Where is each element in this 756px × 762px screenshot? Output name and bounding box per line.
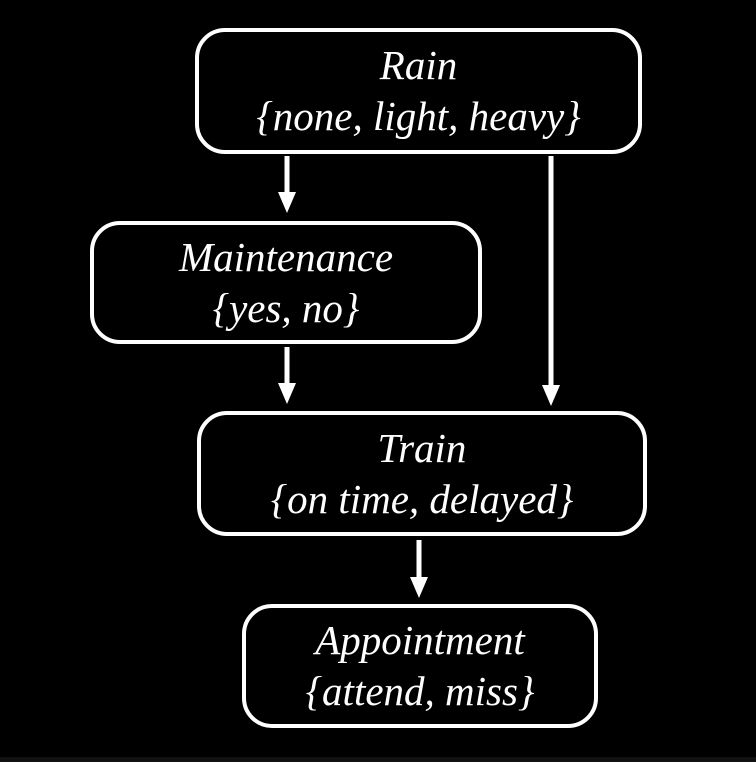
- node-rain-title: Rain: [379, 42, 458, 88]
- edge-rain-to-train-arrow: [542, 156, 560, 406]
- node-appointment: Appointment {attend, miss}: [242, 604, 598, 728]
- node-maintenance: Maintenance {yes, no}: [90, 221, 482, 344]
- node-rain: Rain {none, light, heavy}: [195, 28, 642, 154]
- node-train-values: {on time, delayed}: [270, 475, 574, 522]
- node-maintenance-title: Maintenance: [178, 233, 394, 280]
- node-train: Train {on time, delayed}: [197, 411, 647, 536]
- node-maintenance-values: {yes, no}: [212, 284, 360, 331]
- edge-train-to-appointment-arrow: [410, 540, 428, 598]
- edge-rain-to-maintenance-arrow: [278, 156, 296, 213]
- node-train-title: Train: [377, 424, 467, 471]
- node-appointment-values: {attend, miss}: [305, 668, 535, 714]
- bottom-edge-artifact: [0, 757, 756, 762]
- node-rain-values: {none, light, heavy}: [256, 93, 581, 139]
- edge-maintenance-to-train-arrow: [278, 347, 296, 404]
- node-appointment-title: Appointment: [315, 617, 525, 663]
